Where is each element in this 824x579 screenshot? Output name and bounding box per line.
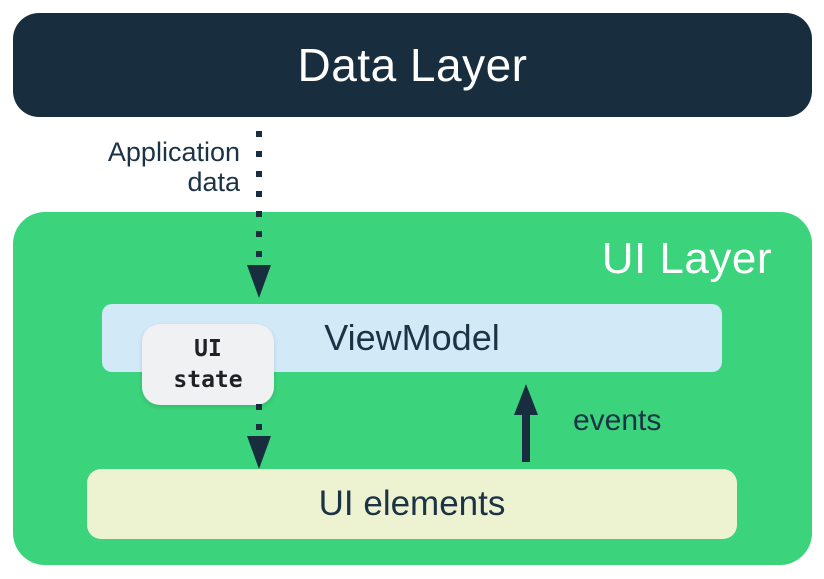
viewmodel-label: ViewModel	[324, 317, 500, 358]
ui-state-badge: UI state	[142, 324, 274, 405]
application-data-arrow-line	[256, 131, 262, 259]
ui-elements-bar: UI elements	[87, 469, 737, 539]
ui-layer-box: UI Layer ViewModel UI state events UI el…	[13, 212, 812, 565]
application-data-label: Application data	[28, 137, 240, 197]
events-label: events	[573, 404, 662, 437]
ui-layer-label: UI Layer	[601, 234, 772, 283]
events-arrow-shaft	[522, 410, 530, 462]
application-data-label-line2: data	[187, 167, 240, 197]
ui-state-arrowhead-down-icon	[247, 436, 271, 469]
application-data-arrowhead-down-icon	[247, 265, 271, 298]
data-layer-box: Data Layer	[13, 13, 812, 117]
events-arrowhead-up-icon	[514, 384, 538, 415]
ui-state-label-line1: UI	[194, 335, 222, 362]
ui-elements-label: UI elements	[318, 484, 506, 523]
data-layer-label: Data Layer	[297, 39, 528, 91]
ui-state-arrow-line	[256, 404, 262, 432]
ui-state-label-line2: state	[173, 366, 243, 393]
application-data-label-line1: Application	[107, 137, 240, 167]
